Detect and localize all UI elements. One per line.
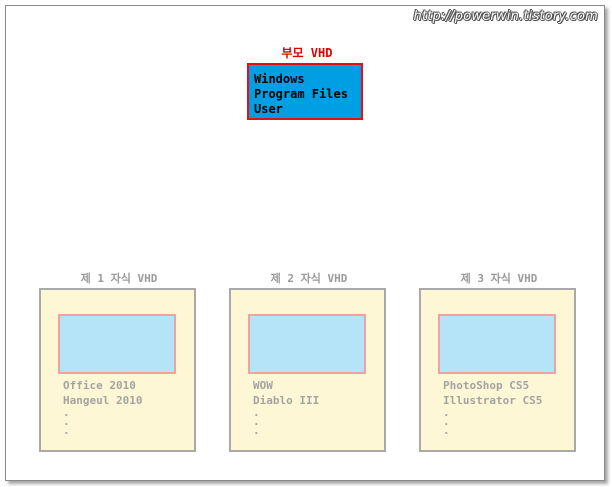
ellipsis-dot: . <box>443 424 450 437</box>
child-1-vhd-label: 제 1 자식 VHD <box>80 272 158 285</box>
child-2-item: Diablo III <box>253 394 320 407</box>
child-1-item: Office 2010 <box>63 379 136 392</box>
child-3-items: PhotoShop CS5 Illustrator CS5 . . . <box>443 378 543 437</box>
ellipsis-dot: . <box>253 406 260 419</box>
ellipsis-dot: . <box>63 415 70 428</box>
child-3-vhd-label: 제 3 자식 VHD <box>460 272 538 285</box>
ellipsis-dot: . <box>443 406 450 419</box>
child-2-item: WOW <box>253 379 273 392</box>
watermark: http://powerwin.tistory.com <box>413 9 598 24</box>
parent-item-user: User <box>254 102 283 116</box>
ellipsis-dot: . <box>253 424 260 437</box>
child-2-vhd-box: WOW Diablo III . . . <box>229 288 386 452</box>
child-2-items: WOW Diablo III . . . <box>253 378 320 437</box>
child-1-item: Hangeul 2010 <box>63 394 143 407</box>
parent-vhd-box: Windows Program Files User <box>247 63 363 120</box>
child-3-item: Illustrator CS5 <box>443 394 543 407</box>
child-2-vhd-label: 제 2 자식 VHD <box>270 272 348 285</box>
parent-vhd-label: 부모 VHD <box>281 46 333 60</box>
child-3-item: PhotoShop CS5 <box>443 379 530 392</box>
child-1-inner-panel <box>58 314 176 374</box>
child-2-inner-panel <box>248 314 366 374</box>
ellipsis-dot: . <box>63 424 70 437</box>
parent-item-windows: Windows <box>254 72 305 86</box>
child-3-inner-panel <box>438 314 556 374</box>
child-1-items: Office 2010 Hangeul 2010 . . . <box>63 378 143 437</box>
child-1-vhd-box: Office 2010 Hangeul 2010 . . . <box>39 288 196 452</box>
ellipsis-dot: . <box>253 415 260 428</box>
ellipsis-dot: . <box>443 415 450 428</box>
parent-item-program-files: Program Files <box>254 87 348 101</box>
ellipsis-dot: . <box>63 406 70 419</box>
child-3-vhd-box: PhotoShop CS5 Illustrator CS5 . . . <box>419 288 576 452</box>
